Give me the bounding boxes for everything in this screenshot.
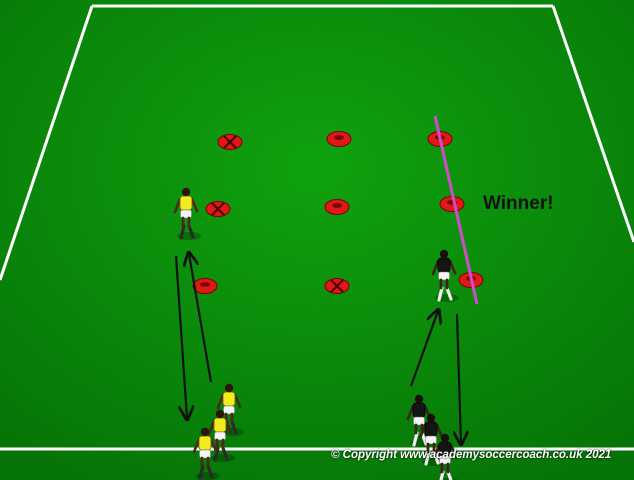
arrows [174,254,461,443]
copyright-text: © Copyright www.academysoccercoach.co.uk… [331,449,612,461]
cone-icon [326,131,352,147]
knocked-cone-icon [204,200,232,218]
knocked-cone-icon [216,133,244,151]
arrow-icon [457,313,461,443]
left-line [0,5,94,281]
cone-icon [192,278,218,294]
arrow-icon [189,254,213,383]
right-line [551,5,634,243]
finish-line [433,115,479,305]
arrow-icon [409,311,438,387]
knocked-cone-icon [323,277,351,295]
pitch-lines [0,4,634,451]
winner-label: Winner! [483,193,554,214]
cone-icon [324,199,350,215]
arrow-icon [174,255,187,418]
